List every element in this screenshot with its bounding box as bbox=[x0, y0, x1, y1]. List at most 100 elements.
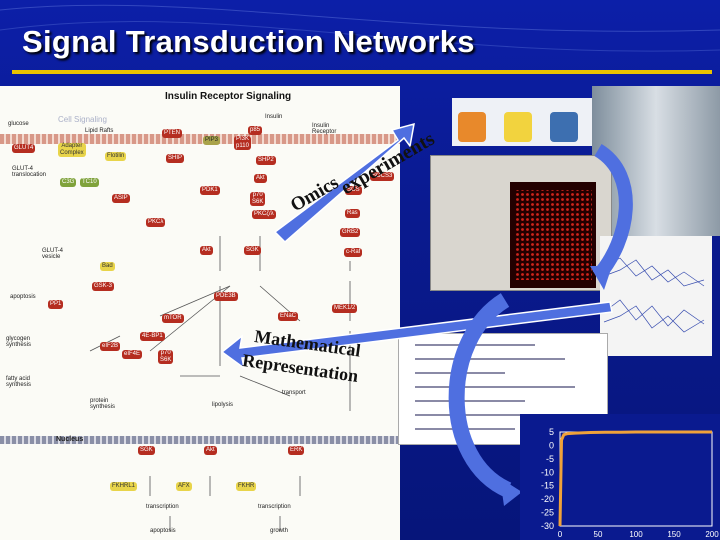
node-craf: c-Raf bbox=[344, 248, 363, 257]
x-tick-label: 150 bbox=[667, 530, 681, 539]
x-tick-label: 0 bbox=[558, 530, 563, 539]
microarray-image bbox=[510, 182, 596, 288]
node-pi3k: PI3K p110 bbox=[234, 136, 252, 150]
diagram-title: Insulin Receptor Signaling bbox=[165, 91, 292, 102]
microarray-dots bbox=[514, 190, 592, 280]
node-erk: ERK bbox=[288, 446, 305, 455]
node-ras: Ras bbox=[345, 209, 360, 218]
node-akt-bot: Akt bbox=[204, 446, 217, 455]
node-c3g: C3G bbox=[60, 178, 77, 187]
node-adapter-complex: Adapter Complex bbox=[58, 143, 86, 157]
nuclear-membrane bbox=[0, 436, 400, 444]
node-pde3b: PDE3B bbox=[214, 292, 238, 301]
node-pkcz: PKCζ/λ bbox=[252, 210, 276, 219]
label-fatty-acid-synthesis: fatty acid synthesis bbox=[6, 376, 32, 388]
time-series-lines bbox=[603, 257, 705, 333]
label-protein-synthesis: protein synthesis bbox=[90, 398, 116, 410]
equation-line bbox=[415, 414, 555, 416]
title-underline bbox=[12, 70, 712, 74]
node-sos: SOS bbox=[345, 186, 362, 195]
label-lipolysis: lipolysis bbox=[212, 402, 234, 408]
node-pdk1: PDK1 bbox=[200, 186, 220, 195]
node-grb2: GRB2 bbox=[340, 228, 361, 237]
node-bad: Bad bbox=[100, 262, 115, 271]
node-mtor: mTOR bbox=[162, 314, 184, 323]
x-tick-label: 200 bbox=[705, 530, 719, 539]
arrow-curve-right bbox=[592, 143, 633, 281]
label-growth: growth bbox=[270, 528, 289, 534]
equation-line bbox=[415, 386, 575, 388]
node-eif4e: eIF4E bbox=[122, 350, 143, 359]
node-mek: MEK1/2 bbox=[332, 304, 358, 313]
label-transport: transport bbox=[282, 390, 306, 396]
equations-document bbox=[398, 333, 608, 445]
arrow-curve-down bbox=[448, 293, 512, 498]
x-tick-label: 100 bbox=[629, 530, 643, 539]
node-p70s6k-top: p70 S6K bbox=[250, 192, 266, 206]
node-afx: AFX bbox=[176, 482, 192, 491]
label-apoptosis: apoptosis bbox=[10, 294, 36, 300]
node-p85: p85 bbox=[248, 126, 263, 135]
chart-background bbox=[520, 414, 720, 540]
node-akt-top: Akt bbox=[254, 174, 267, 183]
node-fkhrl1: FKHRL1 bbox=[110, 482, 138, 491]
y-tick-label: 5 bbox=[549, 427, 554, 437]
y-tick-label: -25 bbox=[541, 508, 554, 518]
arrow-curve-right-head bbox=[590, 266, 612, 290]
tubes-illustration bbox=[458, 112, 578, 142]
node-pp1: PP1 bbox=[48, 300, 64, 309]
y-tick-label: -30 bbox=[541, 521, 554, 531]
node-socs3: SOCS3 bbox=[370, 172, 395, 181]
y-tick-label: 0 bbox=[549, 440, 554, 450]
label-glut4-translocation: GLUT-4 translocation bbox=[12, 166, 47, 178]
y-tick-label: -15 bbox=[541, 481, 554, 491]
node-fkhr: FKHR bbox=[236, 482, 257, 491]
node-pten: PTEN bbox=[162, 129, 183, 138]
equation-line bbox=[415, 400, 525, 402]
y-tick-label: -20 bbox=[541, 494, 554, 504]
arrow-to-experiments bbox=[273, 122, 415, 244]
label-glucose: glucose bbox=[8, 121, 29, 127]
node-ship: SHIP bbox=[166, 154, 185, 163]
label-lipid-rafts: Lipid Rafts bbox=[85, 128, 114, 134]
node-4ebp1: 4E-BP1 bbox=[140, 332, 165, 341]
diagram-subtitle: Cell Signaling bbox=[58, 115, 107, 124]
x-tick-label: 50 bbox=[594, 530, 603, 539]
node-sgk-bot: SGK bbox=[138, 446, 155, 455]
node-enac: ENaC bbox=[278, 312, 299, 321]
label-insulin: Insulin bbox=[265, 114, 283, 120]
node-pkca: PKCλ bbox=[146, 218, 166, 227]
y-tick-label: -5 bbox=[546, 454, 554, 464]
equation-line bbox=[415, 358, 565, 360]
label-transcription-right: transcription bbox=[258, 504, 291, 510]
node-sgk-mid: SGK bbox=[244, 246, 261, 255]
label-nucleus: Nucleus bbox=[56, 436, 84, 443]
node-akt-mid: Akt bbox=[200, 246, 213, 255]
node-glut4: GLUT4 bbox=[12, 144, 36, 153]
slide-title: Signal Transduction Networks bbox=[22, 24, 475, 59]
node-eif2b: eIF2B bbox=[100, 342, 121, 351]
cell-membrane bbox=[0, 134, 400, 144]
label-transcription-left: transcription bbox=[146, 504, 179, 510]
label-insulin-receptor: Insulin Receptor bbox=[312, 123, 337, 135]
insulin-pathway-diagram: Insulin Receptor Signaling Cell Signalin… bbox=[0, 86, 400, 540]
node-p70s6k-bot: p70 S6K bbox=[158, 350, 174, 364]
y-tick-label: -10 bbox=[541, 467, 554, 477]
node-asip: ASIP bbox=[112, 194, 130, 203]
node-gsk3: GSK-3 bbox=[92, 282, 115, 291]
label-apoptosis-bottom: apoptosis bbox=[150, 528, 176, 534]
node-flotilin: Flotilin bbox=[105, 152, 127, 161]
series-line bbox=[558, 430, 712, 527]
arrow-curve-down-head bbox=[500, 478, 522, 506]
arrow-to-diagram bbox=[220, 301, 613, 370]
label-glut4-vesicle: GLUT-4 vesicle bbox=[42, 248, 64, 260]
node-tc10: TC10 bbox=[80, 178, 99, 187]
node-shp2: SHP2 bbox=[256, 156, 276, 165]
tube-rack-photo bbox=[452, 98, 592, 146]
node-pip3: PIP3 bbox=[203, 136, 221, 145]
label-glycogen-synthesis: glycogen synthesis bbox=[6, 336, 32, 348]
